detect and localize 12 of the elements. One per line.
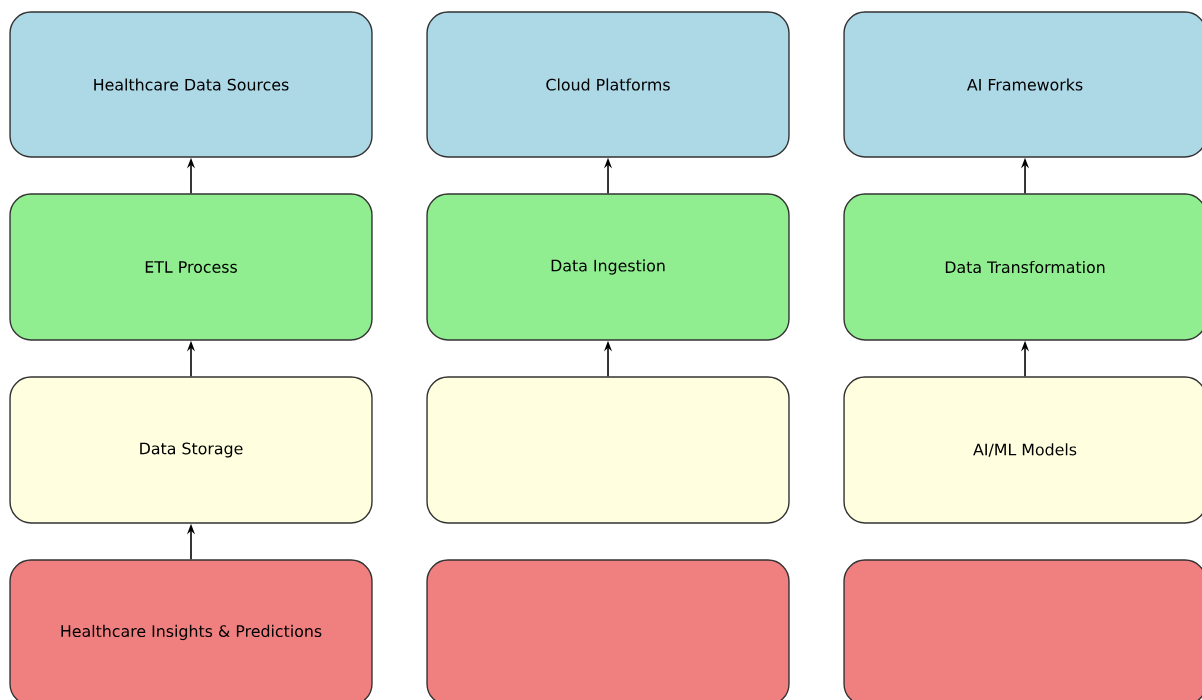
process-box: Data Transformation (843, 193, 1202, 341)
rounded-box (843, 559, 1202, 700)
process-box: Healthcare Insights & Predictions (9, 559, 373, 700)
process-box: Data Storage (9, 376, 373, 524)
process-box: Healthcare Data Sources (9, 11, 373, 158)
process-box: AI/ML Models (843, 376, 1202, 524)
process-box: ETL Process (9, 193, 373, 341)
rounded-box (426, 559, 790, 700)
process-box: Data Ingestion (426, 193, 790, 341)
rounded-box (426, 376, 790, 524)
process-box: AI Frameworks (843, 11, 1202, 158)
process-box: Cloud Platforms (426, 11, 790, 158)
